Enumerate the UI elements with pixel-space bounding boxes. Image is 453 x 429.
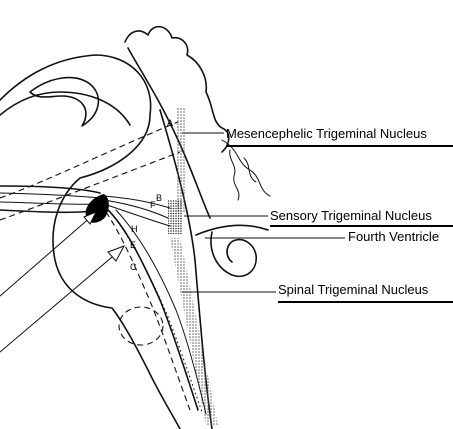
descending-fibres-1 <box>103 205 199 411</box>
label-spinal: Spinal Trigeminal Nucleus <box>278 282 429 297</box>
descending-fibres-3 <box>111 213 203 413</box>
label-mesencephalic: Mesencephelic Trigeminal Nucleus <box>226 126 427 141</box>
letter-c: C <box>130 262 137 272</box>
trigeminal-root-fibres <box>0 192 101 205</box>
arrow-lower-shaft <box>0 251 119 353</box>
cerebellum-outline <box>124 25 230 153</box>
arrow-upper-head <box>83 211 98 225</box>
tectum-folds <box>221 139 271 201</box>
midbrain-crescent <box>29 76 100 127</box>
letter-a: A <box>167 118 173 128</box>
arrow-lower-head <box>107 245 126 262</box>
fibres-to-sensory <box>103 195 171 227</box>
trigeminal-root-upper <box>0 185 101 194</box>
descending-fibres-4 <box>115 209 207 415</box>
descending-fibres-2 <box>105 211 191 411</box>
brainstem-outline <box>0 54 181 429</box>
sensory-nucleus <box>168 200 182 234</box>
spinal-nucleus <box>170 238 218 425</box>
label-sensory: Sensory Trigeminal Nucleus <box>270 208 432 223</box>
letter-e: E <box>130 240 136 250</box>
arrow-upper-shaft <box>0 215 93 297</box>
inferior-olive-oval <box>118 306 164 346</box>
letter-f: F <box>150 200 156 210</box>
label-fourth-ventricle: Fourth Ventricle <box>348 229 439 244</box>
ventricle-floor-line <box>195 224 269 236</box>
tract-i-dashed <box>0 151 181 221</box>
letter-b: B <box>156 193 162 203</box>
fourth-ventricle-fold <box>210 231 257 277</box>
brainstem-inner-outline <box>0 91 131 126</box>
trigeminal-root-lower <box>0 209 99 214</box>
letter-h: H <box>131 224 138 234</box>
mesencephalic-nucleus <box>176 108 185 212</box>
